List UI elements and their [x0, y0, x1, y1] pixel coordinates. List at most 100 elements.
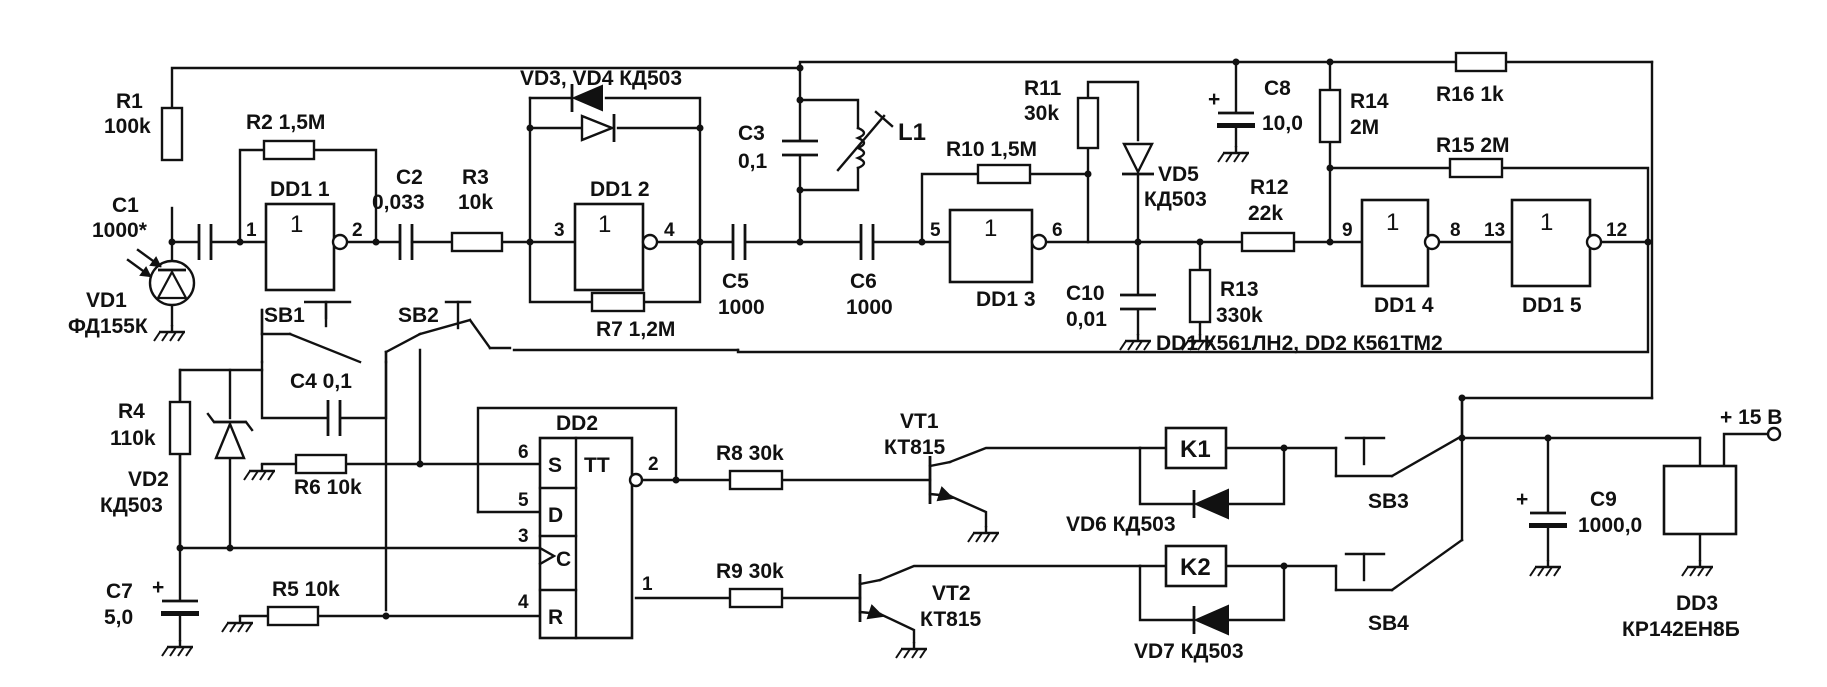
r8-label: R8 30k [716, 442, 784, 465]
svg-text:+: + [1208, 88, 1220, 111]
gate-dd1-3: 1 [948, 208, 1048, 284]
dd3-type: КР142ЕН8Б [1622, 618, 1740, 641]
c2-value: 0,033 [372, 191, 425, 214]
r10-label: R10 1,5M [946, 138, 1037, 161]
r13-body [1188, 268, 1212, 324]
r1-body [160, 106, 184, 162]
r13-value: 330k [1216, 304, 1263, 327]
ground-c9 [1528, 558, 1563, 578]
svg-text:+: + [1516, 488, 1528, 511]
dd2-pin-s: S [548, 454, 562, 477]
vt2-name: VT2 [932, 582, 971, 605]
vd5-name: VD5 [1158, 163, 1199, 186]
vd2-type: КД503 [100, 494, 163, 517]
pin-dd1-2-out: 4 [664, 220, 675, 241]
dd1-4-label: DD1 4 [1374, 294, 1434, 317]
supply-label: + 15 В [1720, 406, 1782, 429]
r4-name: R4 [118, 400, 145, 423]
pin-dd1-2-in: 3 [554, 220, 565, 241]
component-labels: R1 100k R2 1,5M C1 1000* VD1 ФД155К DD1 … [68, 67, 1782, 663]
pin-dd2-d: 5 [518, 490, 529, 511]
dd2-pin-c: C [556, 548, 571, 571]
c1-symbol [197, 224, 213, 260]
c7-value: 5,0 [104, 606, 133, 629]
r3-body [450, 231, 504, 253]
c3-symbol [782, 139, 818, 157]
wiring-bottom [178, 308, 1770, 644]
pin-dd2-nq: 1 [642, 574, 653, 595]
ground-c8 [1216, 144, 1251, 164]
ground-vd1 [152, 323, 187, 343]
diodes [126, 84, 1229, 636]
c4-symbol [326, 400, 342, 436]
resistors [160, 51, 1508, 627]
r6-body [294, 453, 348, 475]
r3-name: R3 [462, 166, 489, 189]
dd2-pin-r: R [548, 606, 563, 629]
dd2-tt-label: TT [584, 454, 610, 477]
c8-value: 10,0 [1262, 112, 1303, 135]
relays [1164, 426, 1228, 588]
vd5-type: КД503 [1144, 188, 1207, 211]
c9-symbol: + [1516, 488, 1567, 528]
c3-value: 0,1 [738, 150, 768, 173]
r4-body [168, 400, 192, 456]
switches [260, 300, 1394, 592]
r14-name: R14 [1350, 90, 1389, 113]
r15-body [1448, 157, 1504, 179]
r1-name: R1 [116, 90, 143, 113]
pin-dd1-5-in: 13 [1484, 220, 1505, 241]
vd7-label: VD7 КД503 [1134, 640, 1244, 663]
pin-dd1-1-in: 1 [246, 220, 257, 241]
inductor-l1 [836, 110, 894, 172]
pin-dd2-r: 4 [518, 592, 529, 613]
vd2-name: VD2 [128, 468, 169, 491]
ground-c7 [160, 638, 195, 658]
gate-dd1-3-symbol: 1 [984, 215, 997, 242]
vd1-name: VD1 [86, 289, 127, 312]
sb1-label: SB1 [264, 304, 305, 327]
c5-value: 1000 [718, 296, 765, 319]
ground-vt2 [894, 640, 929, 660]
c1-value: 1000* [92, 219, 148, 242]
r11-name: R11 [1024, 77, 1062, 100]
r4-value: 110k [110, 427, 156, 450]
pin-dd1-4-out: 8 [1450, 220, 1461, 241]
pin-dd2-q: 2 [648, 454, 659, 475]
vd3-vd4-label: VD3, VD4 КД503 [520, 67, 682, 90]
r12-value: 22k [1248, 202, 1283, 225]
c7-symbol: + [152, 576, 199, 616]
c2-name: C2 [396, 166, 423, 189]
r11-value: 30k [1024, 102, 1059, 125]
dd2-pin-d: D [548, 504, 563, 527]
dd1-3-label: DD1 3 [976, 288, 1036, 311]
gate-dd1-1-symbol: 1 [290, 211, 303, 238]
c5-name: C5 [722, 270, 749, 293]
r7-label: R7 1,2M [596, 318, 675, 341]
ic-type-note: DD1 К561ЛН2, DD2 К561ТМ2 [1156, 332, 1443, 355]
c10-value: 0,01 [1066, 308, 1107, 331]
c1-name: C1 [112, 194, 139, 217]
r12-name: R12 [1250, 176, 1289, 199]
relay-k2-coil [1164, 544, 1228, 588]
vt2-type: КТ815 [920, 608, 982, 631]
vd1-photodiode [126, 248, 196, 307]
sb2-label: SB2 [398, 304, 439, 327]
r14-body [1318, 88, 1342, 144]
gate-dd1-4-symbol: 1 [1386, 209, 1399, 236]
vd7-symbol [1192, 604, 1229, 636]
k2-label: K2 [1180, 554, 1211, 581]
dd1-5-label: DD1 5 [1522, 294, 1582, 317]
r6-label: R6 10k [294, 476, 362, 499]
vd5-symbol [1122, 142, 1154, 176]
c9-value: 1000,0 [1578, 514, 1642, 537]
svg-text:+: + [152, 576, 164, 599]
capacitors: + + + [152, 88, 1567, 616]
vd2-symbol [206, 412, 254, 460]
gate-dd1-2-symbol: 1 [598, 211, 611, 238]
vd4-symbol [580, 114, 616, 142]
r11-body [1076, 96, 1100, 150]
pin-dd2-s: 6 [518, 442, 529, 463]
c10-symbol [1120, 293, 1156, 311]
c3-name: C3 [738, 122, 765, 145]
